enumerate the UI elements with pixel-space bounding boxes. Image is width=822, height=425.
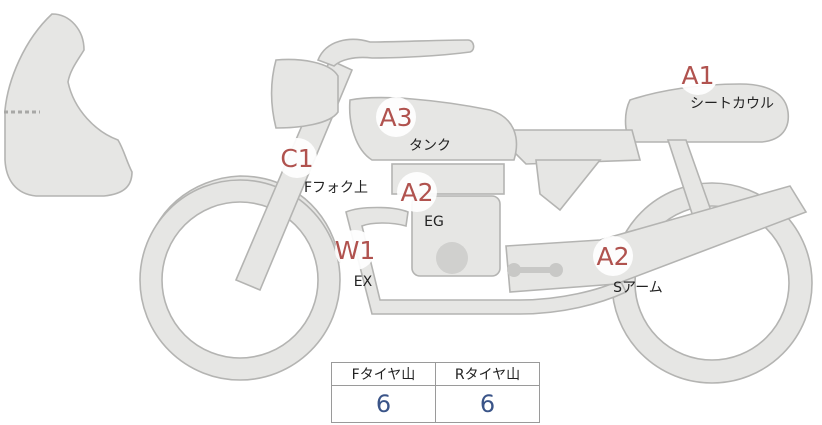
exhaust-part <box>345 206 628 315</box>
marker-circle <box>593 236 633 276</box>
marker-label: EG <box>424 214 444 230</box>
damage-marker: A1 シートカウル <box>678 55 774 112</box>
front-tire-tread-value: 6 <box>331 385 436 423</box>
marker-label: Sアーム <box>613 280 663 296</box>
marker-code: A3 <box>379 103 412 132</box>
marker-code: A2 <box>400 178 433 207</box>
marker-code: W1 <box>335 236 376 265</box>
front-tire-tread-header: Fタイヤ山 <box>331 362 436 386</box>
tire-tread-value-row: 6 6 <box>331 385 540 423</box>
marker-code: A1 <box>681 61 714 90</box>
marker-label: EX <box>354 274 373 290</box>
handlebar-part <box>270 38 475 129</box>
damage-marker: A3 タンク <box>376 97 451 154</box>
marker-circle <box>376 97 416 137</box>
tire-tread-header-row: Fタイヤ山 Rタイヤ山 <box>331 362 540 386</box>
marker-circle <box>335 230 375 270</box>
marker-label: シートカウル <box>690 96 774 112</box>
marker-code: A2 <box>596 242 629 271</box>
marker-circle <box>678 55 718 95</box>
marker-label: Fフォク上 <box>304 180 368 196</box>
marker-circle <box>397 172 437 212</box>
marker-label: タンク <box>409 138 451 154</box>
marker-circle <box>277 138 317 178</box>
marker-code: C1 <box>280 144 313 173</box>
rear-tire-tread-value: 6 <box>435 385 540 423</box>
fairing-part <box>4 13 133 197</box>
swingarm-part <box>505 185 808 293</box>
rear-tire-tread-header: Rタイヤ山 <box>435 362 540 386</box>
tire-tread-table: Fタイヤ山 Rタイヤ山 6 6 <box>331 362 540 423</box>
